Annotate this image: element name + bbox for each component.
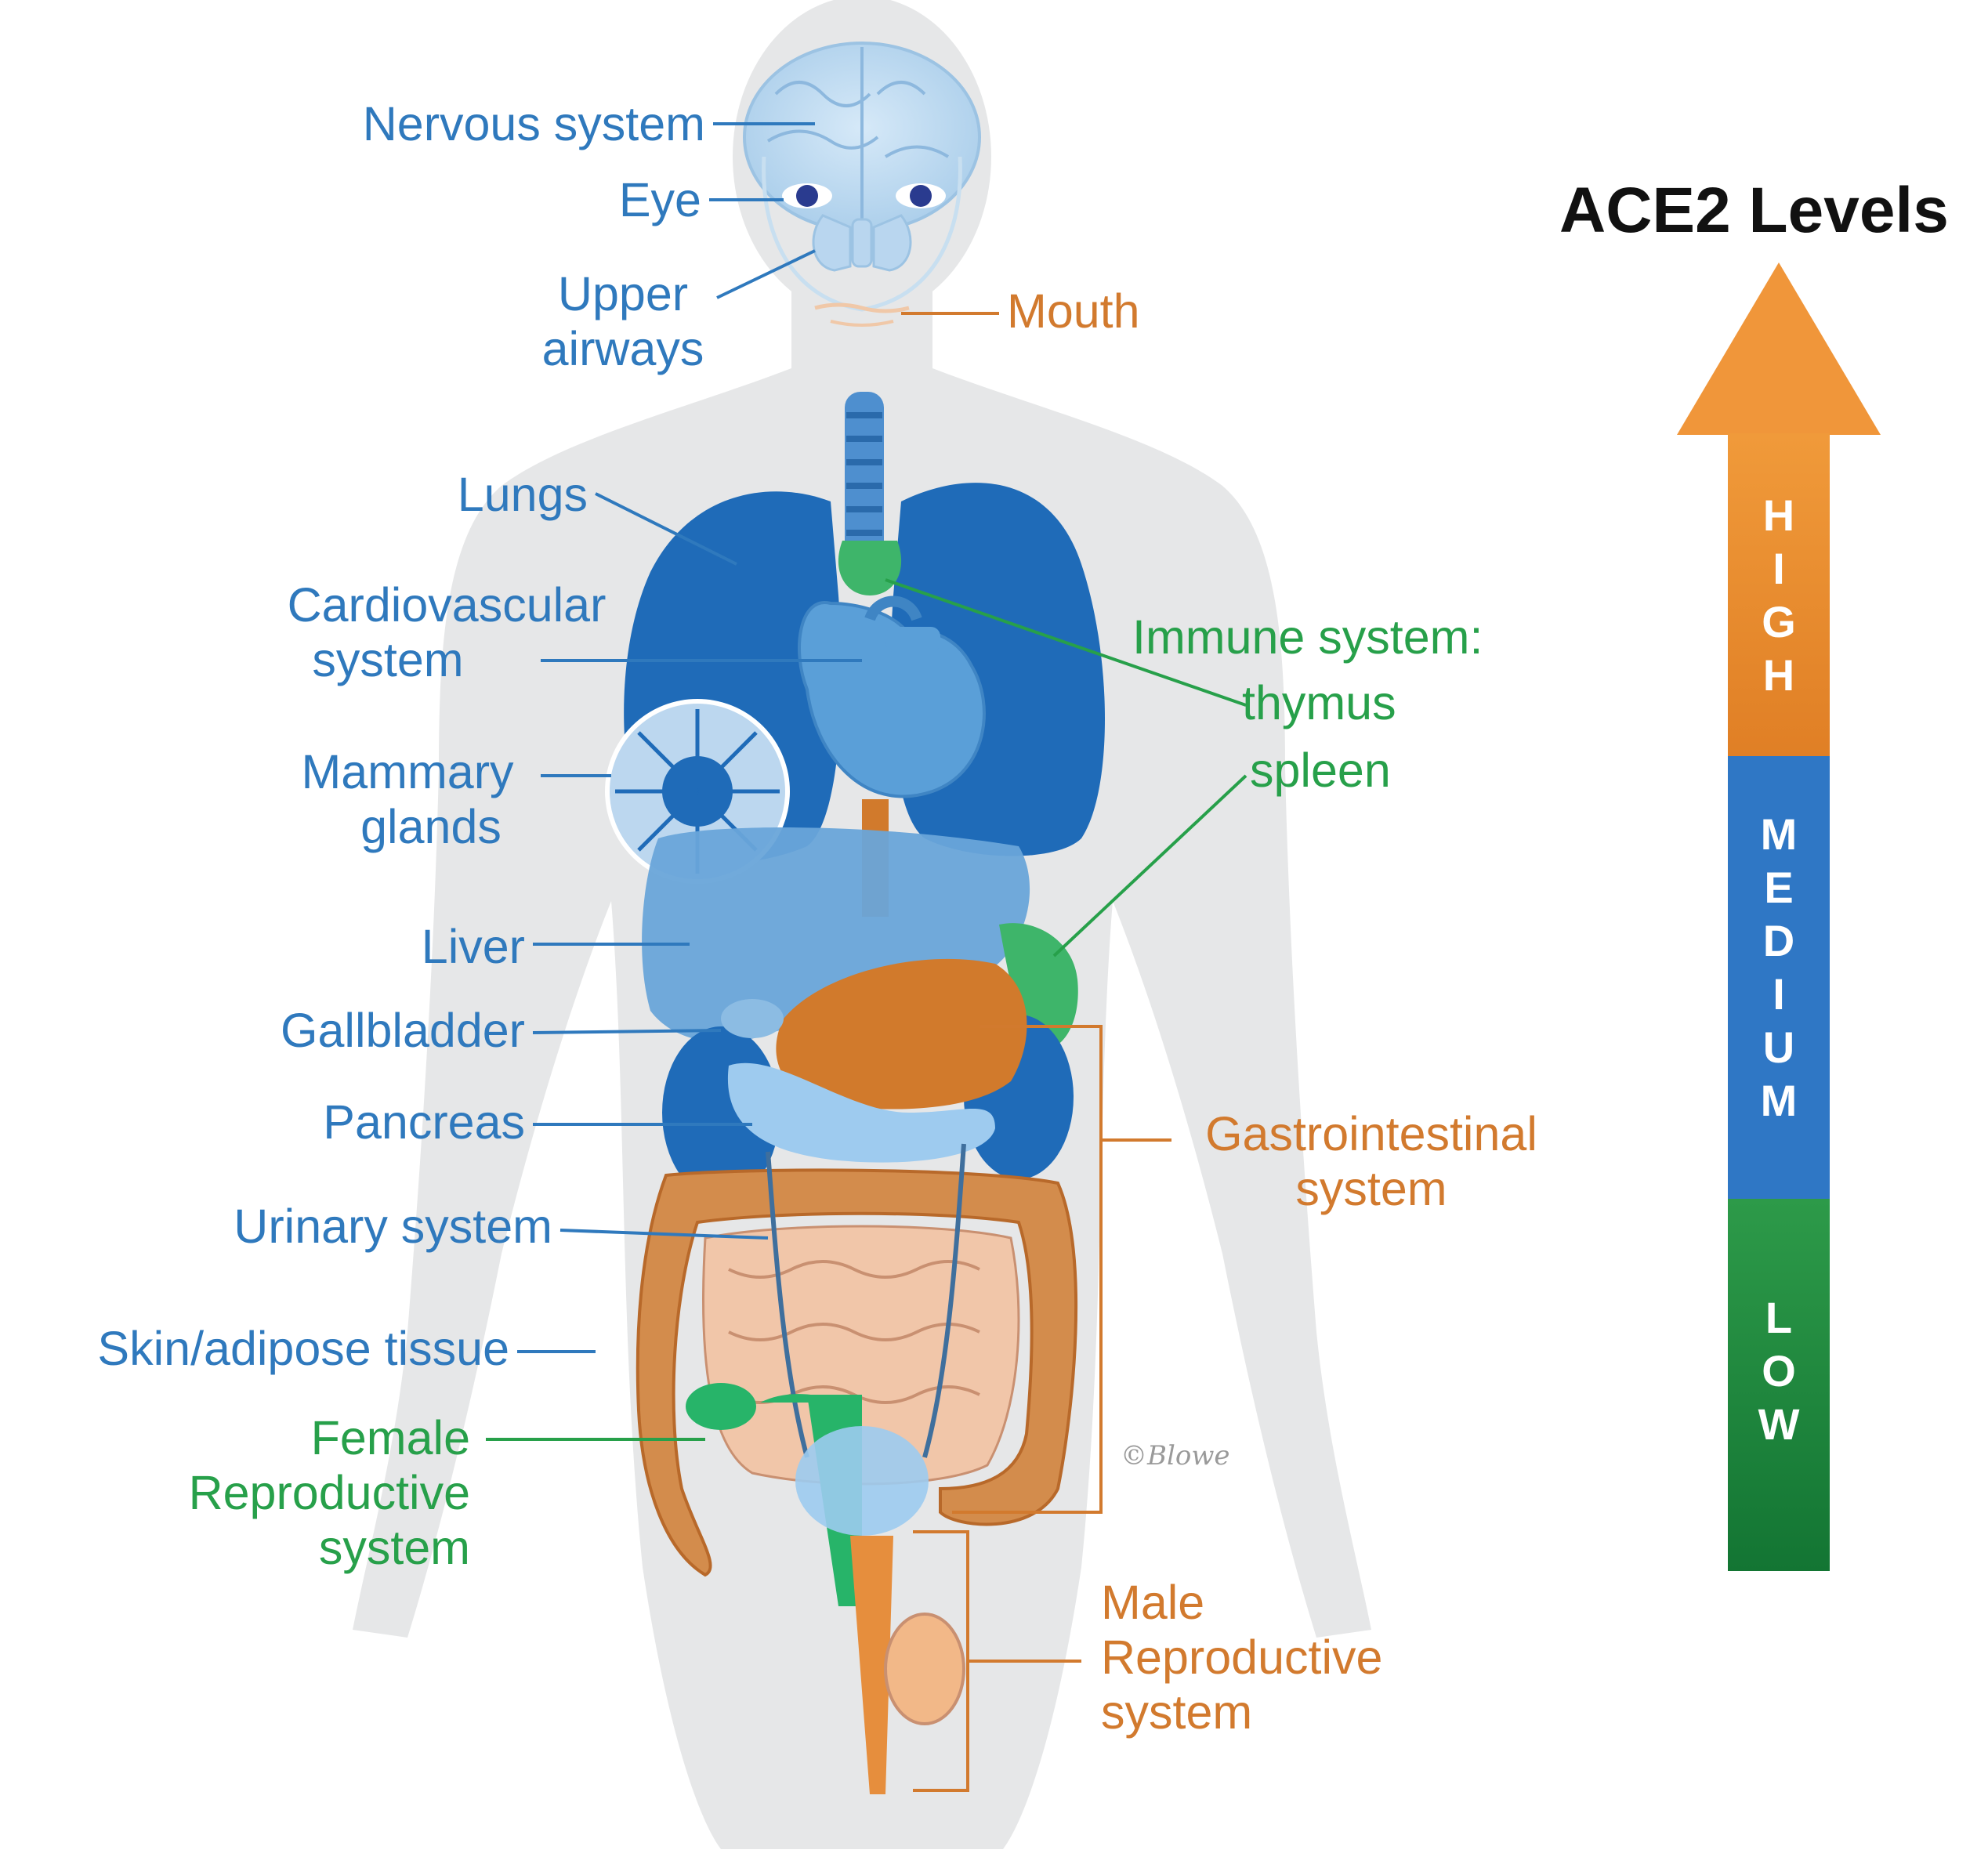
scale-letter: U	[1762, 1023, 1795, 1072]
label-spleen: spleen	[1250, 744, 1391, 797]
label-line: Female	[310, 1411, 470, 1464]
gallbladder-icon	[721, 999, 784, 1038]
leader-lines-low	[486, 578, 1247, 1441]
label-line: Upper	[557, 267, 689, 320]
stomach-icon	[776, 958, 1027, 1109]
label-thymus: thymus	[1242, 676, 1396, 729]
scale-letter: I	[1773, 969, 1785, 1019]
label-line: system	[318, 1521, 470, 1574]
label-line: Reproductive	[1101, 1631, 1383, 1684]
mouth-icon	[814, 302, 910, 313]
label-line: glands	[360, 800, 502, 853]
label-line: Reproductive	[188, 1466, 470, 1519]
scale-arrowhead	[1677, 262, 1881, 435]
label-line: Cardiovascular	[287, 578, 607, 632]
scale-letter: M	[1760, 809, 1798, 859]
label-nervous-system: Nervous system	[362, 97, 705, 150]
scale-letter: O	[1762, 1346, 1796, 1395]
scale-letter: E	[1764, 863, 1794, 912]
scale-letter: H	[1762, 490, 1795, 540]
label-mouth: Mouth	[1007, 284, 1140, 338]
label-skin-adipose-tissue: Skin/adipose tissue	[97, 1322, 509, 1375]
male-reproductive-icon	[850, 1536, 965, 1794]
artist-signature: ©Blowe	[1121, 1440, 1230, 1471]
scale-letter: G	[1762, 597, 1796, 646]
pancreas-icon	[727, 1062, 995, 1163]
label-line: Mammary	[301, 745, 514, 798]
label-urinary-system: Urinary system	[234, 1200, 552, 1253]
scale-letter: M	[1760, 1076, 1798, 1125]
label-lungs: Lungs	[457, 468, 588, 521]
heart-icon	[798, 595, 986, 798]
small-intestine-icon	[702, 1225, 1020, 1486]
scale-low-band	[1728, 1199, 1830, 1571]
label-line: system	[1295, 1162, 1447, 1215]
label-mammary-glands: Mammary glands	[274, 744, 541, 854]
trachea-icon	[845, 392, 884, 564]
ace2-level-scale	[1677, 262, 1881, 1571]
legend-title: ACE2 Levels	[1559, 175, 1949, 246]
label-line: airways	[541, 322, 704, 375]
scale-letter: L	[1765, 1293, 1793, 1342]
scale-letter: H	[1762, 650, 1795, 700]
brain-icon	[743, 42, 981, 233]
thymus-icon	[838, 541, 902, 595]
scale-label-medium: M E D I U M	[1728, 791, 1830, 1144]
scale-letter: D	[1762, 916, 1795, 965]
label-male-reproductive-system: Male Reproductive system	[1101, 1575, 1382, 1739]
label-female-reproductive-system: Female Reproductive system	[118, 1410, 470, 1575]
label-liver: Liver	[421, 920, 525, 973]
large-intestine-icon	[636, 1168, 1078, 1577]
label-cardiovascular-system: Cardiovascular system	[251, 577, 643, 687]
bladder-icon	[795, 1426, 929, 1536]
scale-letter: I	[1773, 544, 1785, 593]
label-upper-airways: Upper airways	[509, 266, 737, 376]
label-eye: Eye	[618, 173, 701, 226]
label-line: system	[1101, 1685, 1253, 1739]
scale-letter: W	[1758, 1399, 1800, 1449]
ureters-icon	[766, 1143, 966, 1458]
spleen-icon	[999, 923, 1078, 1050]
upper-airways-icon	[812, 214, 912, 272]
scale-label-low: L O W	[1728, 1285, 1830, 1457]
eye-icon	[782, 183, 946, 208]
label-line: Gastrointestinal	[1205, 1107, 1537, 1160]
label-line: system	[312, 633, 464, 686]
label-gastrointestinal-system: Gastrointestinal system	[1179, 1106, 1563, 1216]
label-pancreas: Pancreas	[323, 1095, 525, 1149]
scale-medium-band	[1728, 756, 1830, 1199]
leader-lines-high	[901, 312, 1171, 1792]
scale-high-band	[1728, 433, 1830, 756]
scale-label-high: H I G H	[1728, 470, 1830, 721]
label-gallbladder: Gallbladder	[281, 1004, 525, 1057]
leader-lines-medium	[517, 122, 862, 1353]
label-line: Male	[1101, 1576, 1205, 1629]
label-immune-system: Immune system:	[1132, 610, 1483, 664]
